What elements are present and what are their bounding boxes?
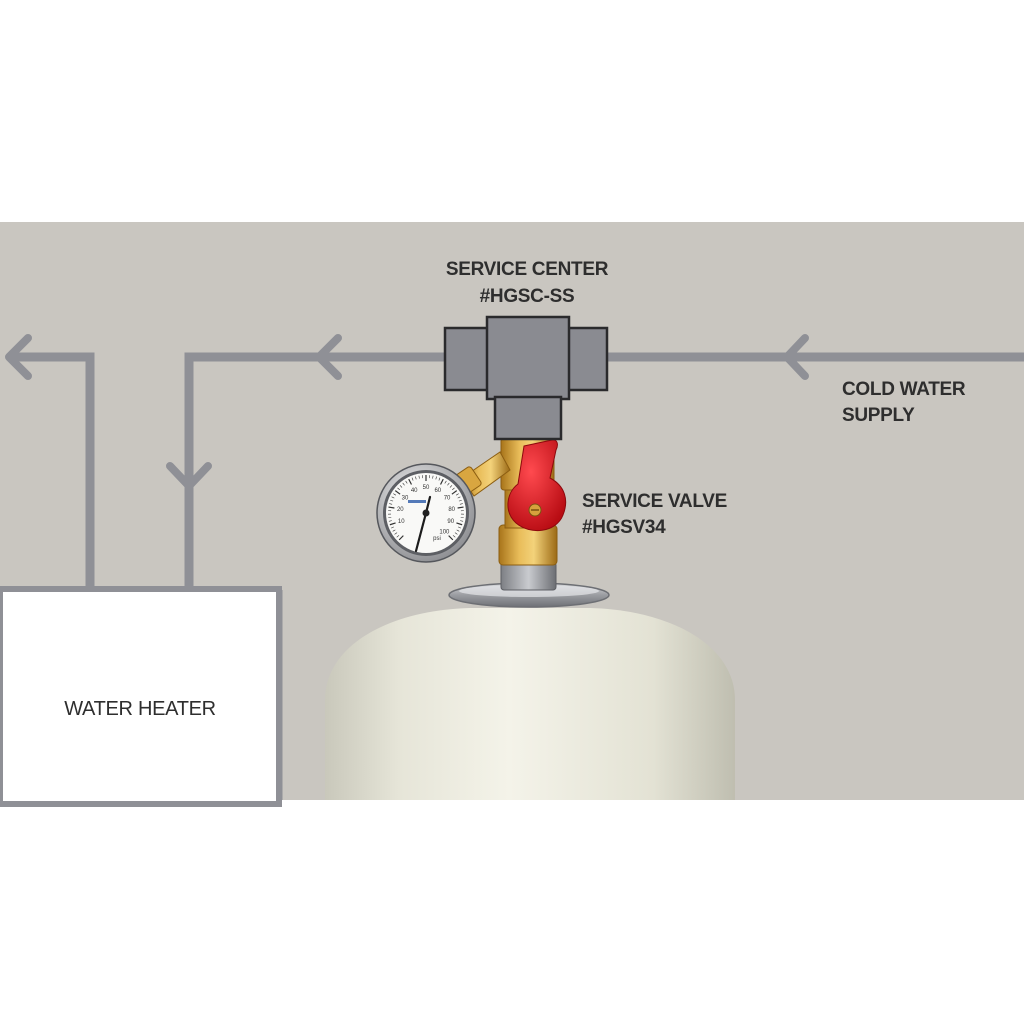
gauge-tick	[439, 478, 444, 485]
gauge-tick	[389, 503, 393, 505]
service-center-title: SERVICE CENTER	[446, 259, 609, 280]
gauge-tick	[455, 493, 459, 496]
gauge-tick	[405, 480, 408, 484]
gauge-scale-number: 90	[447, 519, 454, 525]
valve-lower-body	[498, 524, 558, 566]
gauge-tick	[459, 503, 463, 505]
gauge-tick	[452, 535, 456, 538]
valve-hex-nut	[500, 561, 557, 591]
gauge-ticks	[388, 475, 464, 541]
gauge-scale-number: 80	[448, 507, 455, 513]
gauge-tick	[449, 485, 453, 488]
gauge-tick	[393, 493, 397, 496]
gauge-tick	[432, 475, 434, 479]
gauge-tick	[411, 477, 414, 481]
service-valve-part-number: #HGSV34	[582, 517, 666, 538]
gauge-tick	[389, 522, 396, 526]
gauge-tick	[460, 520, 464, 522]
gauge-tick	[457, 496, 461, 499]
gauge-scale-number: 40	[411, 488, 418, 494]
gauge-tick	[388, 520, 392, 522]
gauge-needle	[414, 511, 428, 553]
service-center-right-port	[563, 326, 609, 392]
gauge-tick	[454, 532, 458, 535]
gauge-scale-number: 70	[444, 496, 451, 502]
arrow-down-icon	[166, 462, 212, 490]
gauge-tick	[447, 482, 450, 486]
gauge-scale-number: 10	[398, 519, 405, 525]
gauge-tick	[396, 535, 400, 538]
gauge-tick	[397, 487, 400, 491]
heater-inlet-pipe	[184, 352, 450, 590]
gauge-brand-mark	[408, 500, 426, 503]
gauge-tick	[388, 506, 395, 509]
valve-handle	[507, 439, 567, 531]
gauge-unit: psi	[433, 536, 441, 542]
service-center-bottom-port	[493, 395, 563, 441]
gauge-scale-number: 50	[423, 485, 430, 491]
gauge-tick	[438, 477, 441, 481]
gauge-tick	[456, 522, 463, 526]
gauge-tick	[398, 535, 404, 541]
gauge-tick	[391, 496, 395, 499]
gauge-tick	[458, 499, 462, 502]
gauge-tick	[444, 480, 447, 484]
gauge-tick	[418, 475, 420, 479]
gauge-tick	[415, 476, 417, 480]
flow-arrows	[5, 334, 809, 490]
gauge-scale-number: 60	[434, 488, 441, 494]
service-center-part-number: #HGSC-SS	[480, 286, 575, 307]
gauge-tick	[452, 487, 455, 491]
tank-collar-highlight	[459, 585, 599, 597]
gauge-tick	[456, 529, 460, 532]
gauge-tick	[394, 490, 401, 495]
service-center	[443, 315, 609, 441]
arrow-supply-icon	[783, 334, 809, 380]
gauge-scale-number: 30	[402, 496, 409, 502]
gauge-hub	[422, 509, 430, 517]
water-heater-box	[0, 586, 282, 807]
gauge-tick	[394, 532, 398, 535]
cold-water-label: COLD WATER	[842, 379, 966, 400]
service-valve-title: SERVICE VALVE	[582, 491, 727, 512]
gauge-tick	[391, 526, 394, 529]
gauge-scale-number: 100	[439, 529, 450, 535]
service-center-left-port	[443, 326, 493, 392]
service-valve	[452, 437, 567, 591]
water-heater-label: WATER HEATER	[64, 698, 216, 720]
gauge-tick	[402, 482, 405, 486]
gauge-tick	[435, 476, 437, 480]
arrow-inline-icon	[315, 334, 342, 380]
heater-outlet-pipe	[10, 352, 95, 590]
gauge-tick	[458, 526, 461, 529]
gauge-tick	[451, 490, 458, 495]
gauge-tick	[399, 485, 403, 488]
expansion-tank	[325, 582, 735, 800]
gauge-tick	[448, 535, 454, 541]
gauge-tick	[392, 529, 396, 532]
cold-water-supply-label: SUPPLY	[842, 405, 915, 426]
service-center-body	[485, 315, 571, 401]
tank-body	[325, 608, 735, 800]
gauge-tick	[457, 506, 464, 509]
gauge-tick	[408, 478, 413, 485]
gauge-tick	[390, 499, 394, 502]
arrow-hot-out-icon	[5, 334, 32, 380]
gauge-scale-number: 20	[397, 507, 404, 513]
